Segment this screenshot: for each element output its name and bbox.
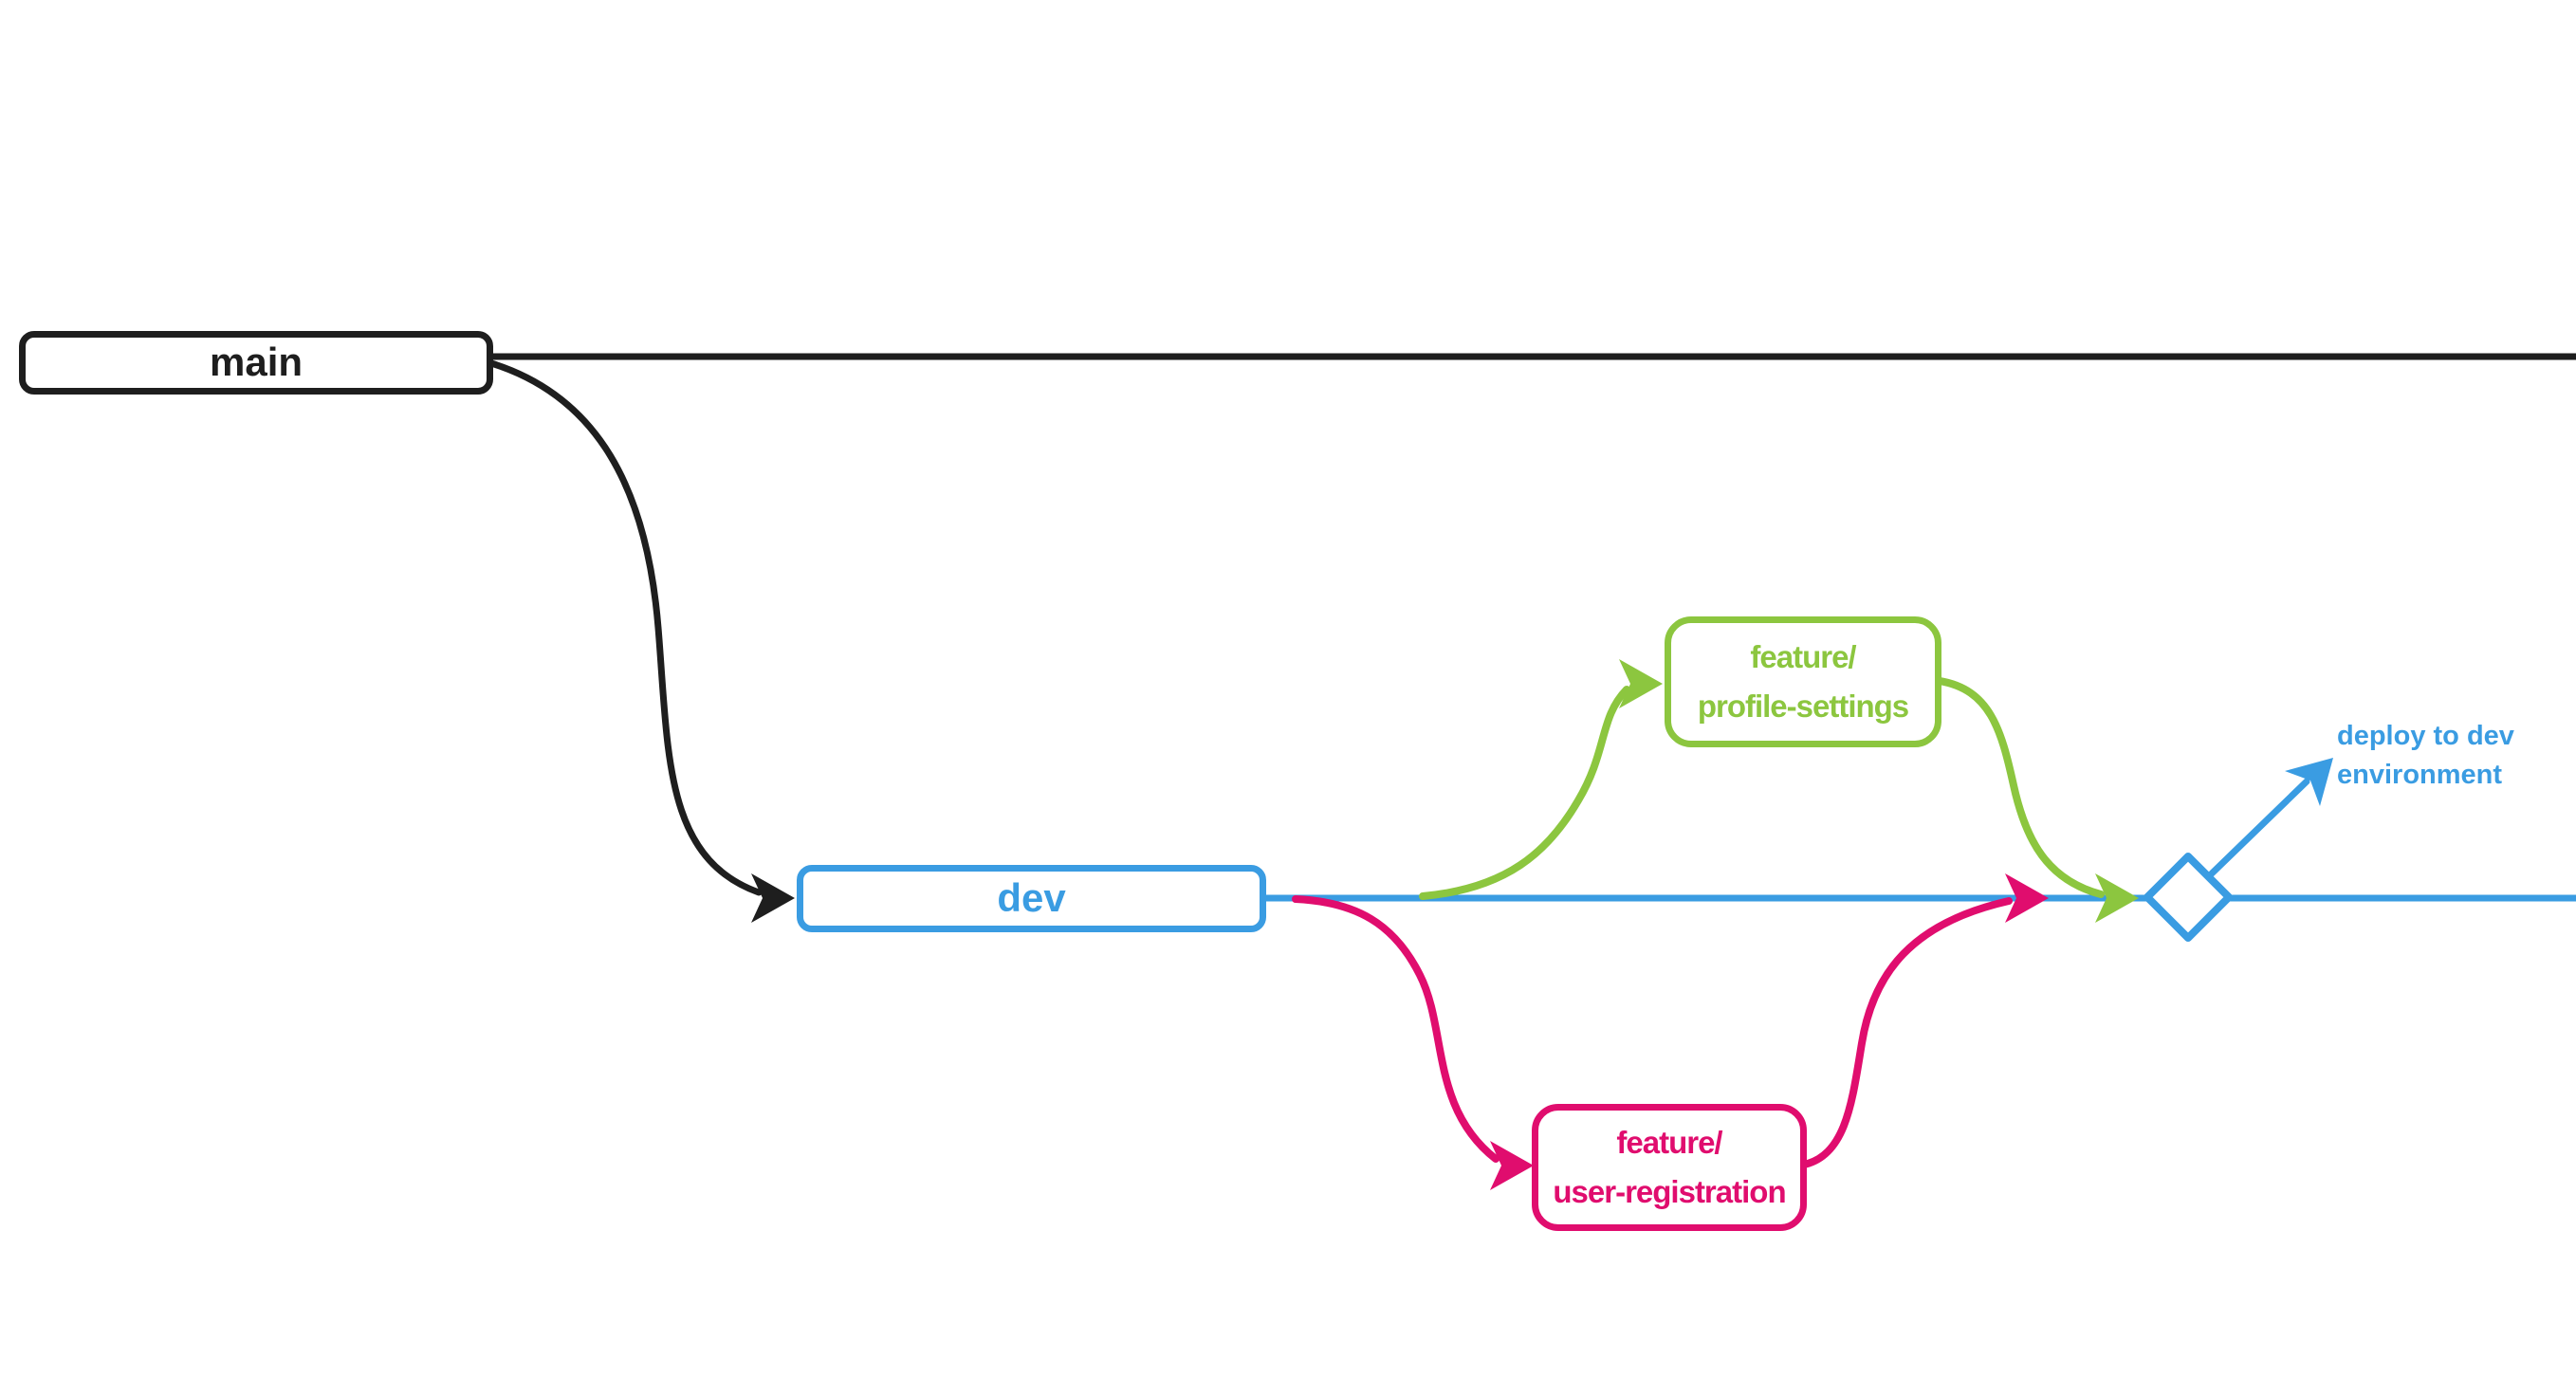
dev-to-user-curve xyxy=(1292,895,1500,1163)
branch-label-main: main xyxy=(209,340,304,385)
main-to-dev-curve xyxy=(488,359,763,896)
connector-dev-to-user-registration[interactable] xyxy=(1292,895,1534,1190)
user-merge-arrowhead-icon xyxy=(2005,873,2049,923)
branch-label-user-registration: user-registration xyxy=(1553,1174,1786,1209)
merge-diamond[interactable] xyxy=(2144,853,2233,942)
dev-to-profile-arrowhead-icon xyxy=(1619,659,1663,708)
dev-to-profile-curve xyxy=(1419,686,1630,900)
main-to-dev-arrowhead-icon xyxy=(751,873,795,923)
branch-node-main[interactable]: main xyxy=(19,331,493,395)
branch-label-feature-prefix: feature/ xyxy=(1616,1125,1722,1160)
deploy-arrow-line xyxy=(2208,778,2310,877)
deploy-annotation-line1: deploy to dev xyxy=(2337,721,2514,751)
deploy-annotation-line2: environment xyxy=(2337,760,2503,790)
connector-deploy-annotation[interactable] xyxy=(2208,758,2333,877)
connector-profile-settings-merge[interactable] xyxy=(1936,677,2139,923)
dev-to-user-arrowhead-icon xyxy=(1490,1141,1534,1190)
branch-label-feature-prefix: feature/ xyxy=(1750,639,1856,674)
branch-node-feature-user-registration[interactable]: feature/ user-registration xyxy=(1532,1104,1807,1231)
profile-merge-arrowhead-icon xyxy=(2095,873,2139,923)
connector-user-registration-merge[interactable] xyxy=(1800,873,2049,1168)
profile-merge-curve xyxy=(1936,677,2105,898)
user-merge-curve xyxy=(1800,897,2013,1168)
deploy-arrowhead-icon xyxy=(2285,758,2333,806)
branch-label-profile-settings: profile-settings xyxy=(1697,689,1909,724)
connector-main-to-dev[interactable] xyxy=(488,359,795,923)
branch-node-dev[interactable]: dev xyxy=(797,865,1266,932)
branch-label-dev: dev xyxy=(997,875,1066,921)
deploy-annotation-text[interactable]: deploy to dev environment xyxy=(2337,717,2514,795)
connector-dev-to-profile-settings[interactable] xyxy=(1419,659,1663,900)
branch-node-feature-profile-settings[interactable]: feature/ profile-settings xyxy=(1665,616,1941,747)
